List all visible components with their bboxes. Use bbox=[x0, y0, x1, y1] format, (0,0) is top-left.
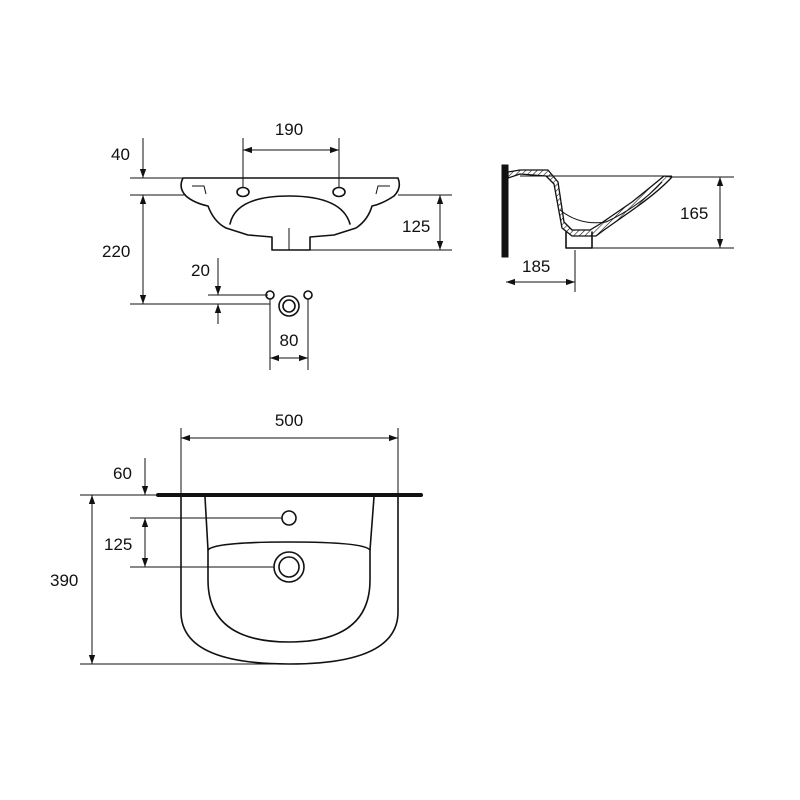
dim-label-185: 185 bbox=[522, 257, 550, 276]
dim-label-500: 500 bbox=[275, 411, 303, 430]
dim-label-165: 165 bbox=[680, 204, 708, 223]
side-section-hatched bbox=[507, 169, 673, 237]
dim-label-20: 20 bbox=[191, 261, 210, 280]
top-basin-outline bbox=[180, 496, 399, 665]
top-inner-bowl bbox=[204, 496, 375, 551]
dim-label-80: 80 bbox=[280, 331, 299, 350]
side-view: 165 185 bbox=[501, 164, 734, 292]
dim-label-40: 40 bbox=[111, 145, 130, 164]
side-bowl-curve bbox=[559, 181, 663, 224]
front-basin-outline bbox=[180, 177, 401, 251]
dim-label-125-front: 125 bbox=[402, 217, 430, 236]
waste-pipe-inner bbox=[282, 299, 296, 313]
top-tap-hole bbox=[281, 510, 297, 526]
waste-pipe-outer bbox=[278, 295, 300, 317]
top-bowl-basin bbox=[207, 549, 371, 643]
front-right-wing bbox=[375, 185, 390, 195]
top-drain-inner bbox=[278, 556, 300, 578]
wall bbox=[501, 164, 509, 258]
side-drain bbox=[565, 231, 593, 249]
dim-label-190: 190 bbox=[275, 120, 303, 139]
dim-label-220: 220 bbox=[102, 242, 130, 261]
dim-label-60: 60 bbox=[113, 464, 132, 483]
front-view: 190 40 220 125 20 80 bbox=[102, 120, 452, 370]
bracket-hole-right bbox=[303, 290, 313, 300]
front-tap-hole-left bbox=[236, 186, 250, 198]
front-left-wing bbox=[192, 185, 207, 195]
front-bowl-arch bbox=[229, 195, 351, 225]
front-tap-hole-right bbox=[332, 186, 346, 198]
dim-label-390: 390 bbox=[50, 571, 78, 590]
dim-label-125-top: 125 bbox=[104, 535, 132, 554]
top-view: 500 60 125 390 bbox=[50, 411, 423, 665]
